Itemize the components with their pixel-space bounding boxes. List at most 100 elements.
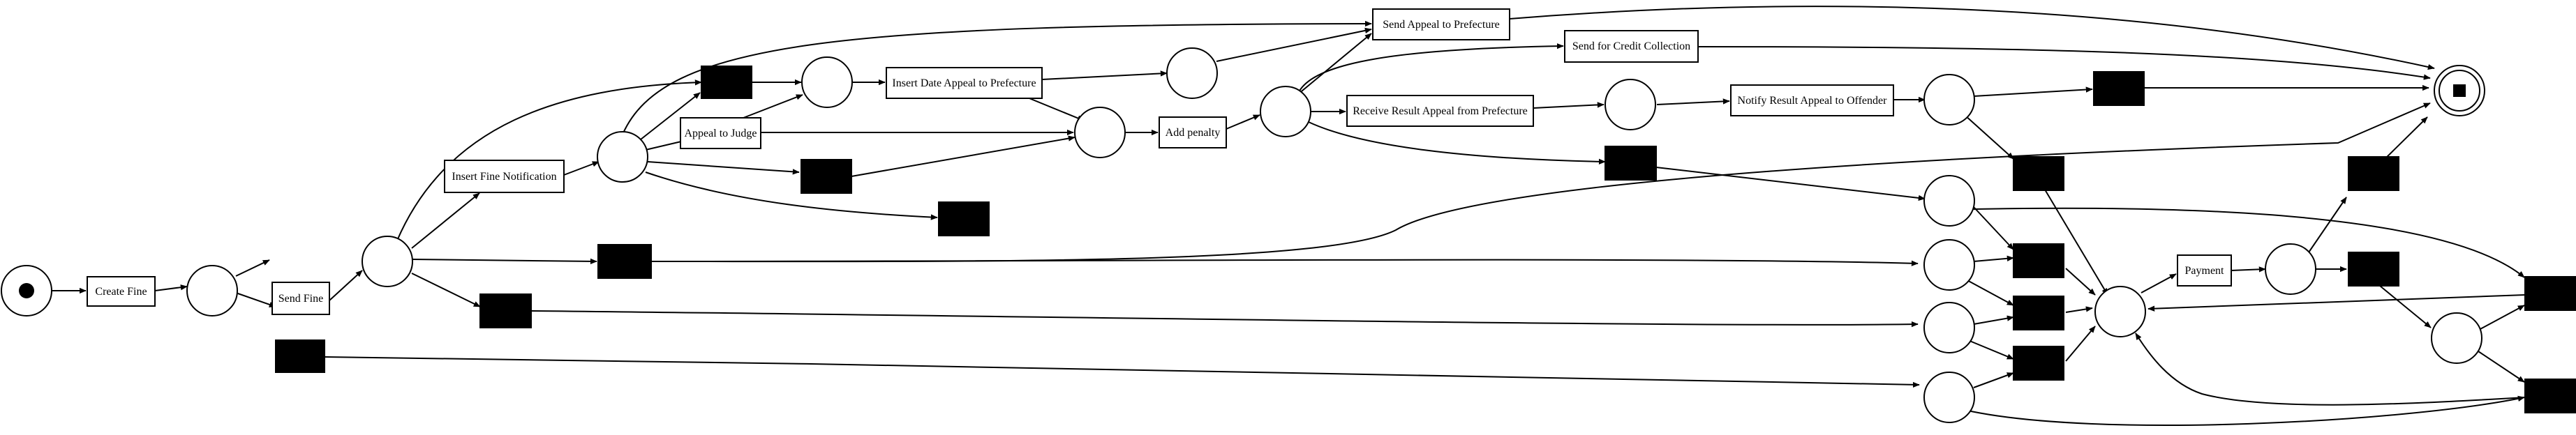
place — [1166, 47, 1218, 99]
places — [1, 47, 2485, 423]
transition-payment: Payment — [2177, 254, 2232, 287]
arc — [1973, 207, 2525, 278]
silent-transition — [2013, 243, 2064, 278]
place — [1923, 175, 1975, 227]
transition-label: Add penalty — [1166, 127, 1221, 139]
transition-send-fine: Send Fine — [271, 282, 330, 315]
transition-label: Create Fine — [95, 286, 147, 298]
place — [1923, 302, 1975, 353]
arc — [851, 135, 1075, 177]
silent-transition — [2348, 252, 2399, 287]
arc — [1697, 46, 2431, 80]
arc — [411, 258, 597, 265]
transition-appeal-to-judge: Appeal to Judge — [680, 117, 761, 149]
transition-label: Payment — [2185, 265, 2225, 277]
transition-create-fine: Create Fine — [87, 276, 156, 307]
arc — [645, 171, 938, 220]
arc — [1655, 167, 1926, 201]
place — [186, 265, 238, 316]
place — [1074, 107, 1126, 158]
arc — [411, 273, 481, 307]
arc — [1973, 206, 2014, 250]
arc — [1964, 338, 2014, 360]
arc — [739, 94, 803, 120]
silent-transition — [2013, 296, 2064, 330]
silent-transition — [2524, 276, 2576, 311]
arc — [2379, 285, 2432, 328]
transition-label: Send Fine — [278, 293, 323, 305]
arc — [2478, 305, 2525, 330]
arc — [1533, 102, 1605, 109]
arc — [2065, 306, 2093, 313]
silent-transition — [1605, 146, 1657, 181]
arc — [1973, 86, 2093, 97]
arc — [622, 20, 1372, 135]
transition-send-credit: Send for Credit Collection — [1564, 30, 1699, 63]
place — [362, 236, 413, 287]
arc — [2065, 268, 2096, 296]
silent-transition — [2013, 346, 2064, 381]
arcs — [52, 6, 2526, 426]
arc — [1041, 70, 1168, 80]
arc — [1973, 372, 2014, 388]
transition-insert-date-appeal: Insert Date Appeal to Prefecture — [886, 67, 1043, 99]
arc — [1964, 278, 2014, 306]
silent-transition — [275, 339, 325, 373]
token — [19, 283, 34, 298]
silent-transition — [2093, 71, 2145, 106]
arc — [235, 259, 270, 277]
place — [2094, 286, 2146, 337]
arc — [2379, 116, 2428, 165]
silent-transition — [2524, 379, 2576, 413]
silent-transitions — [275, 66, 2576, 413]
arc — [1216, 27, 1372, 62]
arc — [235, 292, 276, 307]
arc — [2135, 333, 2526, 406]
arc — [329, 270, 363, 301]
arc — [2065, 326, 2096, 362]
arc — [154, 284, 188, 291]
arc — [650, 102, 2431, 263]
silent-transition — [2348, 156, 2399, 191]
arc — [1964, 114, 2014, 160]
arc — [2308, 197, 2347, 253]
arc — [324, 356, 1920, 388]
place — [597, 131, 648, 183]
place — [1923, 372, 1975, 423]
arc — [1297, 33, 1372, 95]
arc — [647, 161, 800, 175]
place — [1260, 86, 1311, 137]
arc — [1964, 395, 2525, 426]
transition-label: Insert Date Appeal to Prefecture — [892, 77, 1036, 89]
silent-transition — [938, 201, 990, 236]
arc — [411, 192, 480, 249]
arc — [1308, 121, 1606, 165]
arc — [1297, 43, 1564, 94]
arc — [2473, 348, 2525, 383]
arc — [1973, 255, 2014, 262]
arc — [1226, 114, 1260, 130]
place — [2265, 243, 2316, 295]
arc — [1656, 98, 1730, 105]
silent-transition — [801, 159, 852, 194]
silent-transition — [479, 293, 532, 328]
place — [801, 56, 853, 108]
transition-label: Send Appeal to Prefecture — [1383, 19, 1500, 31]
silent-transition — [2013, 156, 2064, 191]
transition-insert-fine-notification: Insert Fine Notification — [444, 160, 565, 193]
arc — [2231, 266, 2266, 273]
transitions: Create Fine Send Fine Insert Fine Notifi… — [87, 8, 2232, 315]
transition-notify-result: Notify Result Appeal to Offender — [1730, 84, 1894, 116]
arc — [2147, 294, 2526, 312]
place — [2431, 312, 2482, 364]
arc — [2141, 273, 2177, 293]
arc — [1509, 6, 2435, 70]
silent-transition — [597, 244, 652, 279]
transition-label: Appeal to Judge — [685, 128, 757, 139]
transition-label: Receive Result Appeal from Prefecture — [1353, 105, 1528, 117]
arc — [1973, 315, 2014, 325]
place — [1923, 239, 1975, 291]
transition-label: Insert Fine Notification — [452, 171, 556, 183]
final-marker — [2453, 84, 2466, 97]
